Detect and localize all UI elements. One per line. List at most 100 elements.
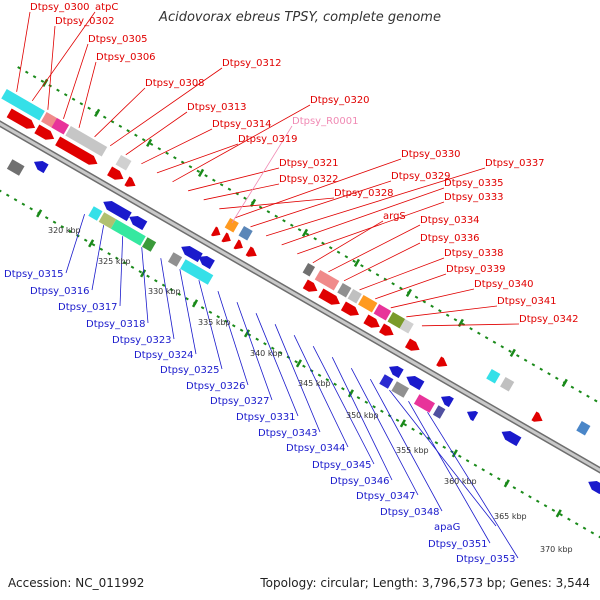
forward-gene-label: Dtpsy_0333	[444, 192, 504, 203]
ruler-dot	[317, 373, 322, 377]
forward-feature-box	[65, 125, 108, 157]
ruler-dot	[570, 385, 575, 389]
ruler-dot	[169, 288, 174, 292]
ruler-dot	[204, 174, 208, 178]
ruler-dot	[453, 318, 458, 322]
ruler-dot	[255, 337, 259, 341]
ruler-dot	[99, 247, 104, 251]
ruler-dot	[414, 295, 419, 299]
leader-line	[389, 389, 497, 527]
ruler-dot	[200, 306, 205, 310]
forward-gene-label: Dtpsy_0330	[401, 149, 461, 160]
forward-gene-label: Dtpsy_0319	[238, 134, 298, 145]
ruler-dot	[559, 513, 563, 517]
ruler-tick-mark	[295, 359, 303, 368]
forward-gene-label: Dtpsy_0334	[420, 215, 480, 226]
leader-line	[281, 187, 445, 246]
ruler-dot	[578, 390, 582, 394]
backbone-highlight	[0, 122, 600, 472]
ruler-dot	[102, 115, 107, 119]
kbp-tick-label: 365 kbp	[494, 512, 527, 521]
leader-line	[234, 158, 402, 219]
ruler-dot	[212, 178, 216, 182]
forward-gene-label: atpC	[95, 2, 118, 13]
leader-line	[141, 128, 213, 165]
ruler-dot	[547, 372, 551, 376]
forward-gene-arrow	[107, 166, 124, 180]
ruler-dot	[289, 223, 294, 227]
ruler-dot	[598, 535, 600, 539]
forward-gene-label: Dtpsy_0302	[55, 16, 115, 27]
ruler-tick-mark	[451, 449, 458, 458]
forward-gene-label: Dtpsy_0320	[310, 95, 370, 106]
forward-gene-label: Dtpsy_0305	[88, 34, 148, 45]
leader-line	[217, 291, 249, 386]
forward-gene-arrow	[245, 246, 257, 257]
ruler-dot	[438, 309, 442, 313]
ruler-dot	[496, 477, 501, 481]
reverse-gene-label: Dtpsy_0344	[286, 443, 346, 454]
ruler-dot	[130, 265, 135, 269]
ruler-dot	[523, 358, 528, 362]
forward-gene-label: Dtpsy_0312	[222, 58, 282, 69]
forward-gene-label: Dtpsy_0314	[212, 119, 272, 130]
ruler-dot	[469, 327, 473, 331]
forward-gene-label: Dtpsy_0308	[145, 78, 205, 89]
ruler-dot	[278, 351, 283, 355]
ruler-dot	[146, 274, 150, 278]
reverse-gene-label: Dtpsy_0324	[134, 350, 194, 361]
kbp-tick-label: 335 kbp	[198, 318, 231, 327]
ruler-dot	[430, 304, 434, 308]
ruler-dot	[40, 79, 45, 83]
ruler-dot	[263, 342, 267, 346]
forward-feature-box	[576, 420, 591, 436]
ruler-dot	[161, 283, 166, 287]
ruler-dot	[356, 396, 361, 400]
ruler-dot	[512, 486, 517, 490]
ruler-dot	[173, 156, 177, 160]
ruler-dot	[574, 522, 579, 526]
forward-gene-label: Dtpsy_0321	[279, 158, 339, 169]
forward-gene-arrow	[318, 288, 340, 305]
reverse-gene-label: Dtpsy_0343	[258, 428, 318, 439]
reverse-feature-box	[413, 394, 435, 413]
forward-gene-arrow	[6, 108, 36, 129]
leader-line	[125, 111, 188, 156]
reverse-gene-label: apaG	[434, 522, 460, 533]
reverse-feature-box	[432, 405, 446, 419]
map-title: Acidovorax ebreus TPSY, complete genome	[159, 10, 441, 25]
forward-gene-label: Dtpsy_0339	[446, 264, 506, 275]
leader-line	[231, 125, 293, 224]
ruler-tick-mark	[555, 509, 562, 518]
ruler-dot	[590, 531, 595, 535]
reverse-gene-label: Dtpsy_0346	[330, 476, 390, 487]
ruler-dot	[489, 472, 493, 476]
ruler-dot	[149, 142, 154, 146]
ruler-dot	[391, 282, 395, 286]
rna-gene-label: Dtpsy_R0001	[292, 116, 359, 127]
ruler-dot	[115, 256, 119, 260]
forward-gene-arrow	[124, 176, 136, 187]
forward-gene-label: Dtpsy_0329	[391, 171, 451, 182]
leader-line	[94, 87, 146, 138]
ruler-dot	[126, 129, 130, 133]
reverse-feature-box	[88, 206, 103, 221]
ruler-dot	[297, 228, 302, 232]
forward-gene-arrow	[379, 323, 394, 336]
leader-line	[312, 345, 375, 465]
kbp-tick-label: 330 kbp	[148, 287, 181, 296]
ruler-dot	[196, 169, 201, 173]
reverse-gene-label: Dtpsy_0331	[236, 412, 296, 423]
ruler-dot	[0, 189, 2, 193]
ruler-dot	[91, 243, 96, 247]
ruler-dot	[360, 264, 364, 268]
kbp-tick-label: 345 kbp	[298, 379, 331, 388]
leader-line	[47, 25, 56, 110]
leader-line	[203, 183, 280, 201]
ruler-dot	[551, 508, 556, 512]
reverse-feature-box	[379, 374, 394, 389]
ruler-dot	[442, 445, 447, 449]
ruler-dot	[539, 367, 543, 371]
forward-gene-label: Dtpsy_0335	[444, 178, 504, 189]
